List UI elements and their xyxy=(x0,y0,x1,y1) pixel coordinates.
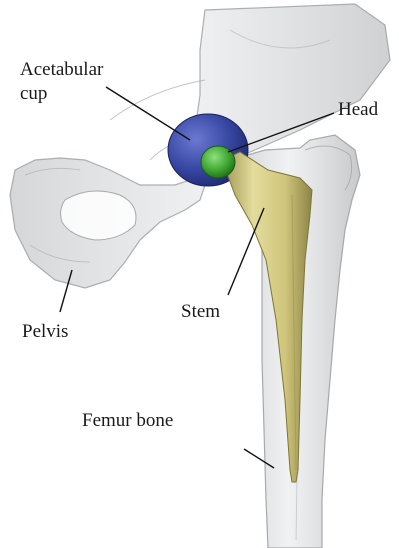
label-femur-bone: Femur bone xyxy=(82,409,173,433)
label-head: Head xyxy=(338,98,378,122)
label-stem: Stem xyxy=(181,300,220,324)
leader-line-stem xyxy=(228,208,264,295)
label-acetabular-cup: Acetabular cup xyxy=(20,58,103,106)
label-pelvis: Pelvis xyxy=(22,320,68,344)
label-acetabular-cup-line1: Acetabular xyxy=(20,58,103,82)
label-acetabular-cup-line2: cup xyxy=(20,82,103,106)
